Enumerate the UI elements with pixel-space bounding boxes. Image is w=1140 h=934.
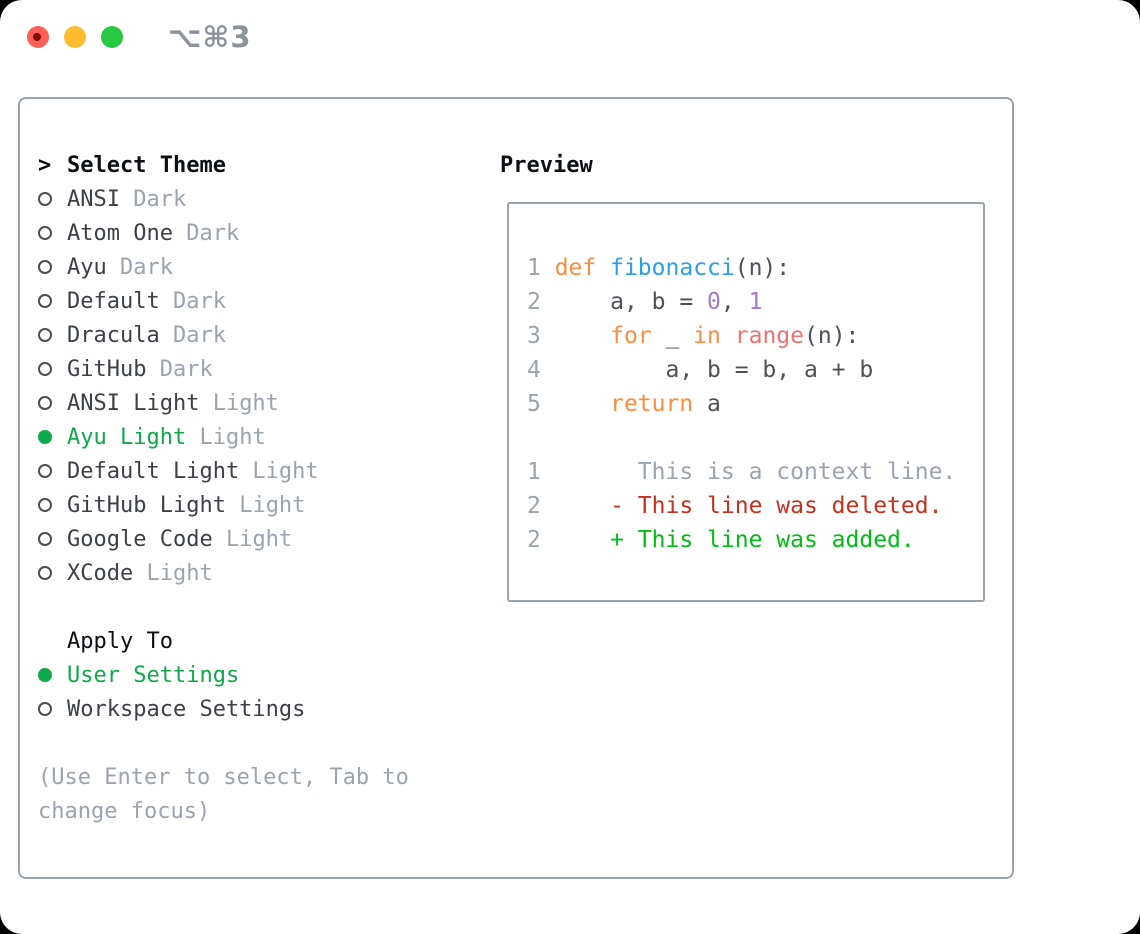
theme-variant: Light [199,390,279,416]
theme-option-ansi-light[interactable]: ANSI Light Light [38,386,409,420]
line-number: 2 [527,493,555,519]
theme-name: Dracula [67,322,160,348]
code-preview: 1 def fibonacci(n): 2 a, b = 0, 1 3 for _ … [527,251,983,557]
theme-option-default[interactable]: Default Dark [38,284,409,318]
theme-name: Ayu Light [67,424,187,450]
radio-icon [38,566,52,580]
code-line: 5 return a [527,391,721,417]
theme-name: Ayu [67,254,107,280]
theme-name: XCode [67,560,134,586]
theme-variant: Dark [159,322,226,348]
hint-line-2: change focus) [38,798,211,824]
spacer [38,590,409,624]
radio-icon [38,328,52,342]
theme-variant: Dark [106,254,173,280]
minimize-window-icon[interactable] [64,26,86,48]
theme-option-atom-one[interactable]: Atom One Dark [38,216,409,250]
theme-variant: Light [239,458,319,484]
theme-variant: Dark [159,288,226,314]
radio-icon [38,294,52,308]
radio-selected-icon [38,430,52,444]
code-line: 1 def fibonacci(n): [527,255,791,281]
zoom-window-icon[interactable] [101,26,123,48]
window-titlebar: ⌥⌘3 [0,0,1140,74]
theme-name: ANSI Light [67,390,200,416]
theme-variant: Light [133,560,213,586]
apply-option-label: Workspace Settings [67,696,306,722]
apply-option-label: User Settings [67,662,240,688]
theme-option-dracula[interactable]: Dracula Dark [38,318,409,352]
preview-title: Preview [500,152,593,178]
code-line: 2 a, b = 0, 1 [527,289,763,315]
line-number: 3 [527,323,555,349]
select-theme-title: Select Theme [67,152,226,178]
radio-icon [38,532,52,546]
theme-option-google-code[interactable]: Google Code Light [38,522,409,556]
code-line: 2 + This line was added. [527,527,915,553]
theme-option-github-light[interactable]: GitHub Light Light [38,488,409,522]
theme-option-github[interactable]: GitHub Dark [38,352,409,386]
radio-icon [38,396,52,410]
line-number: 2 [527,527,555,553]
hint-line-1: (Use Enter to select, Tab to [38,764,409,790]
line-number: 5 [527,391,555,417]
theme-name: Google Code [67,526,213,552]
code-line [527,421,983,455]
theme-option-xcode[interactable]: XCode Light [38,556,409,590]
theme-variant: Light [212,526,293,552]
preview-pane: 1 def fibonacci(n): 2 a, b = 0, 1 3 for _ … [507,202,985,602]
prompt-caret: > [38,152,52,178]
theme-name: Default [67,288,160,314]
spacer [38,726,409,760]
radio-icon [38,702,52,716]
apply-to-title: Apply To [67,628,173,654]
theme-variant: Dark [172,220,240,246]
code-line: 4 a, b = b, a + b [527,357,874,383]
radio-icon [38,498,52,512]
theme-name: Atom One [67,220,173,246]
radio-icon [38,226,52,240]
theme-option-ayu[interactable]: Ayu Dark [38,250,409,284]
theme-option-ayu-light[interactable]: Ayu Light Light [38,420,409,454]
theme-name: GitHub [67,356,147,382]
radio-icon [38,362,52,376]
line-number: 2 [527,289,555,315]
theme-variant: Dark [146,356,213,382]
theme-variant: Light [225,492,306,518]
line-number: 1 [527,459,555,485]
radio-icon [38,464,52,478]
radio-icon [38,192,52,206]
select-theme-header: > Select Theme [38,148,409,182]
keyboard-shortcut-label: ⌥⌘3 [168,20,252,54]
apply-to-header: Apply To [38,624,409,658]
theme-variant: Light [186,424,266,450]
line-number: 1 [527,255,555,281]
apply-option-workspace-settings[interactable]: Workspace Settings [38,692,409,726]
code-line: 2 - This line was deleted. [527,493,943,519]
theme-option-default-light[interactable]: Default Light Light [38,454,409,488]
theme-name: ANSI [67,186,120,212]
theme-option-ansi[interactable]: ANSI Dark [38,182,409,216]
line-number: 4 [527,357,555,383]
radio-selected-icon [38,668,52,682]
theme-name: GitHub Light [67,492,226,518]
theme-variant: Dark [119,186,187,212]
code-line: 3 for _ in range(n): [527,323,860,349]
close-window-icon[interactable] [27,26,49,48]
radio-icon [38,260,52,274]
apply-option-user-settings[interactable]: User Settings [38,658,409,692]
theme-name: Default Light [67,458,240,484]
code-line: 1 This is a context line. [527,459,957,485]
